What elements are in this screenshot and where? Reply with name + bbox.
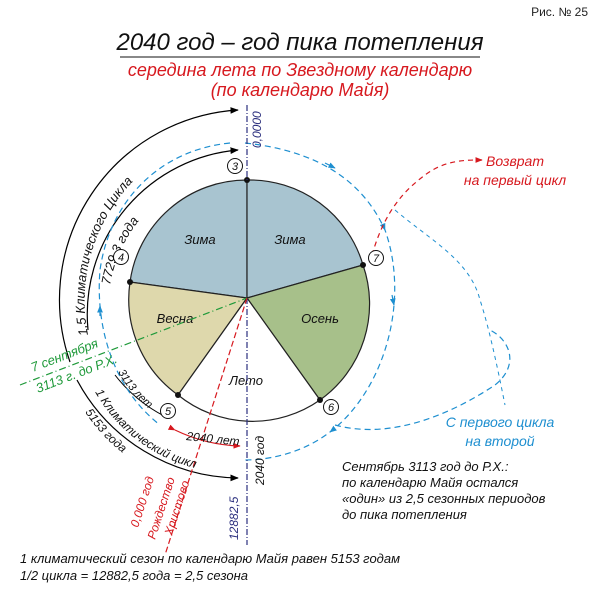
arc-2040-years bbox=[167, 424, 241, 449]
note-line-1: Сентябрь 3113 год до Р.Х.: bbox=[342, 459, 509, 474]
sector-spring bbox=[128, 281, 249, 396]
return-label-1: Возврат bbox=[486, 153, 544, 169]
red-dashed-return bbox=[371, 157, 483, 256]
arc-cycle-years bbox=[86, 147, 239, 331]
sector-winter-left bbox=[129, 179, 248, 299]
sector-summer bbox=[177, 296, 321, 422]
blue-arrow-top bbox=[324, 162, 336, 169]
footer-line-2: 1/2 цикла = 12882,5 года = 2,5 сезона bbox=[20, 568, 248, 583]
subtitle-line-2: (по календарю Майя) bbox=[211, 80, 390, 100]
years-3113-label: 3113 лет bbox=[115, 367, 154, 411]
figure-label: Рис. № 25 bbox=[531, 5, 588, 19]
page-title: 2040 год – год пика потепления bbox=[115, 29, 483, 56]
marker-7: 7 bbox=[368, 250, 384, 266]
svg-text:3: 3 bbox=[232, 161, 239, 173]
arc-climatic-cycle bbox=[76, 379, 239, 482]
marker-6: 6 bbox=[323, 399, 339, 415]
marker-5: 5 bbox=[160, 403, 176, 419]
label-summer: Лето bbox=[228, 373, 263, 388]
footer-line-1: 1 климатический сезон по календарю Майя … bbox=[20, 551, 400, 566]
year-2040-label: 2040 год bbox=[253, 436, 267, 486]
years-2040-label: 2040 лет bbox=[185, 429, 241, 449]
sector-autumn bbox=[246, 264, 371, 401]
marker-3: 3 bbox=[227, 158, 243, 174]
second-cycle-label-2: на второй bbox=[465, 433, 534, 449]
svg-text:6: 6 bbox=[328, 402, 335, 414]
bottom-axis-label: 12882,5 bbox=[227, 496, 241, 540]
node-dot-4 bbox=[127, 279, 133, 285]
blue-dashed-left bbox=[98, 142, 231, 426]
label-spring: Весна bbox=[157, 311, 194, 326]
note-line-2: по календарю Майя остался bbox=[342, 475, 518, 490]
return-label-2: на первый цикл bbox=[464, 172, 566, 188]
top-axis-label: 0,0000 bbox=[250, 111, 264, 148]
blue-arrow-right bbox=[389, 294, 396, 306]
blue-dashed-second-cycle bbox=[334, 329, 511, 431]
note-line-3: «один» из 2,5 сезонных периодов bbox=[342, 491, 546, 506]
label-autumn: Осень bbox=[301, 311, 339, 326]
svg-text:7: 7 bbox=[373, 253, 380, 265]
arc-cycle-outer bbox=[58, 107, 239, 363]
subtitle-line-1: середина лета по Звездному календарю bbox=[128, 60, 472, 80]
node-dot-5 bbox=[175, 392, 181, 398]
label-winter-left: Зима bbox=[184, 232, 215, 247]
september-line bbox=[19, 297, 248, 386]
node-dot-6 bbox=[317, 397, 323, 403]
note-line-4: до пика потепления bbox=[342, 507, 467, 522]
blue-dashed-cycle bbox=[244, 142, 396, 461]
svg-text:4: 4 bbox=[118, 252, 124, 264]
marker-4: 4 bbox=[113, 249, 129, 265]
sector-winter-right bbox=[246, 179, 364, 299]
second-cycle-label-1: С первого цикла bbox=[446, 414, 555, 430]
node-dot-7 bbox=[360, 262, 366, 268]
label-winter-right: Зима bbox=[274, 232, 305, 247]
red-dashed-curve bbox=[394, 209, 506, 406]
svg-text:5: 5 bbox=[165, 406, 172, 418]
